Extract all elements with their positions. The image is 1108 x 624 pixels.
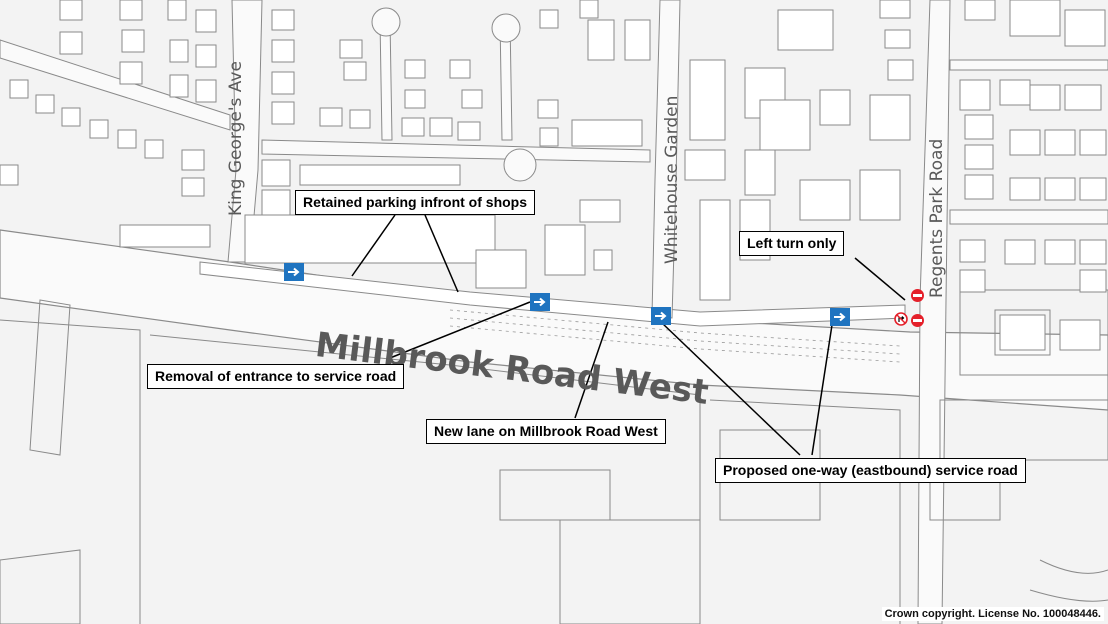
one-way-arrow-icon [284, 263, 304, 281]
king-georges-ave-label: King George's Ave [226, 61, 246, 216]
callout-retained-parking: Retained parking infront of shops [295, 190, 536, 215]
callout-new-lane: New lane on Millbrook Road West [426, 419, 666, 444]
regents-park-road-label: Regents Park Road [927, 138, 947, 298]
callout-removal-entrance: Removal of entrance to service road [147, 364, 405, 389]
no-right-turn-icon [894, 312, 908, 326]
residential-road-north [261, 139, 651, 163]
callout-left-turn-only: Left turn only [739, 231, 845, 256]
no-entry-icon [911, 314, 924, 327]
whitehouse-garden-label: Whitehouse Garden [662, 95, 682, 264]
residential-road-west [0, 39, 231, 131]
callout-leader-lines [351, 214, 906, 456]
one-way-arrow-icon [830, 308, 850, 326]
callout-one-way-service-road: Proposed one-way (eastbound) service roa… [715, 458, 1026, 483]
lower-plots [0, 289, 1108, 624]
whitehouse-garden-road [651, 0, 681, 319]
no-entry-icon [911, 289, 924, 302]
one-way-arrow-icon [530, 293, 550, 311]
one-way-arrow-icon [651, 307, 671, 325]
side-roads-east [949, 59, 1108, 225]
copyright-notice: Crown copyright. License No. 100048446. [881, 607, 1104, 621]
buildings [0, 0, 1107, 351]
